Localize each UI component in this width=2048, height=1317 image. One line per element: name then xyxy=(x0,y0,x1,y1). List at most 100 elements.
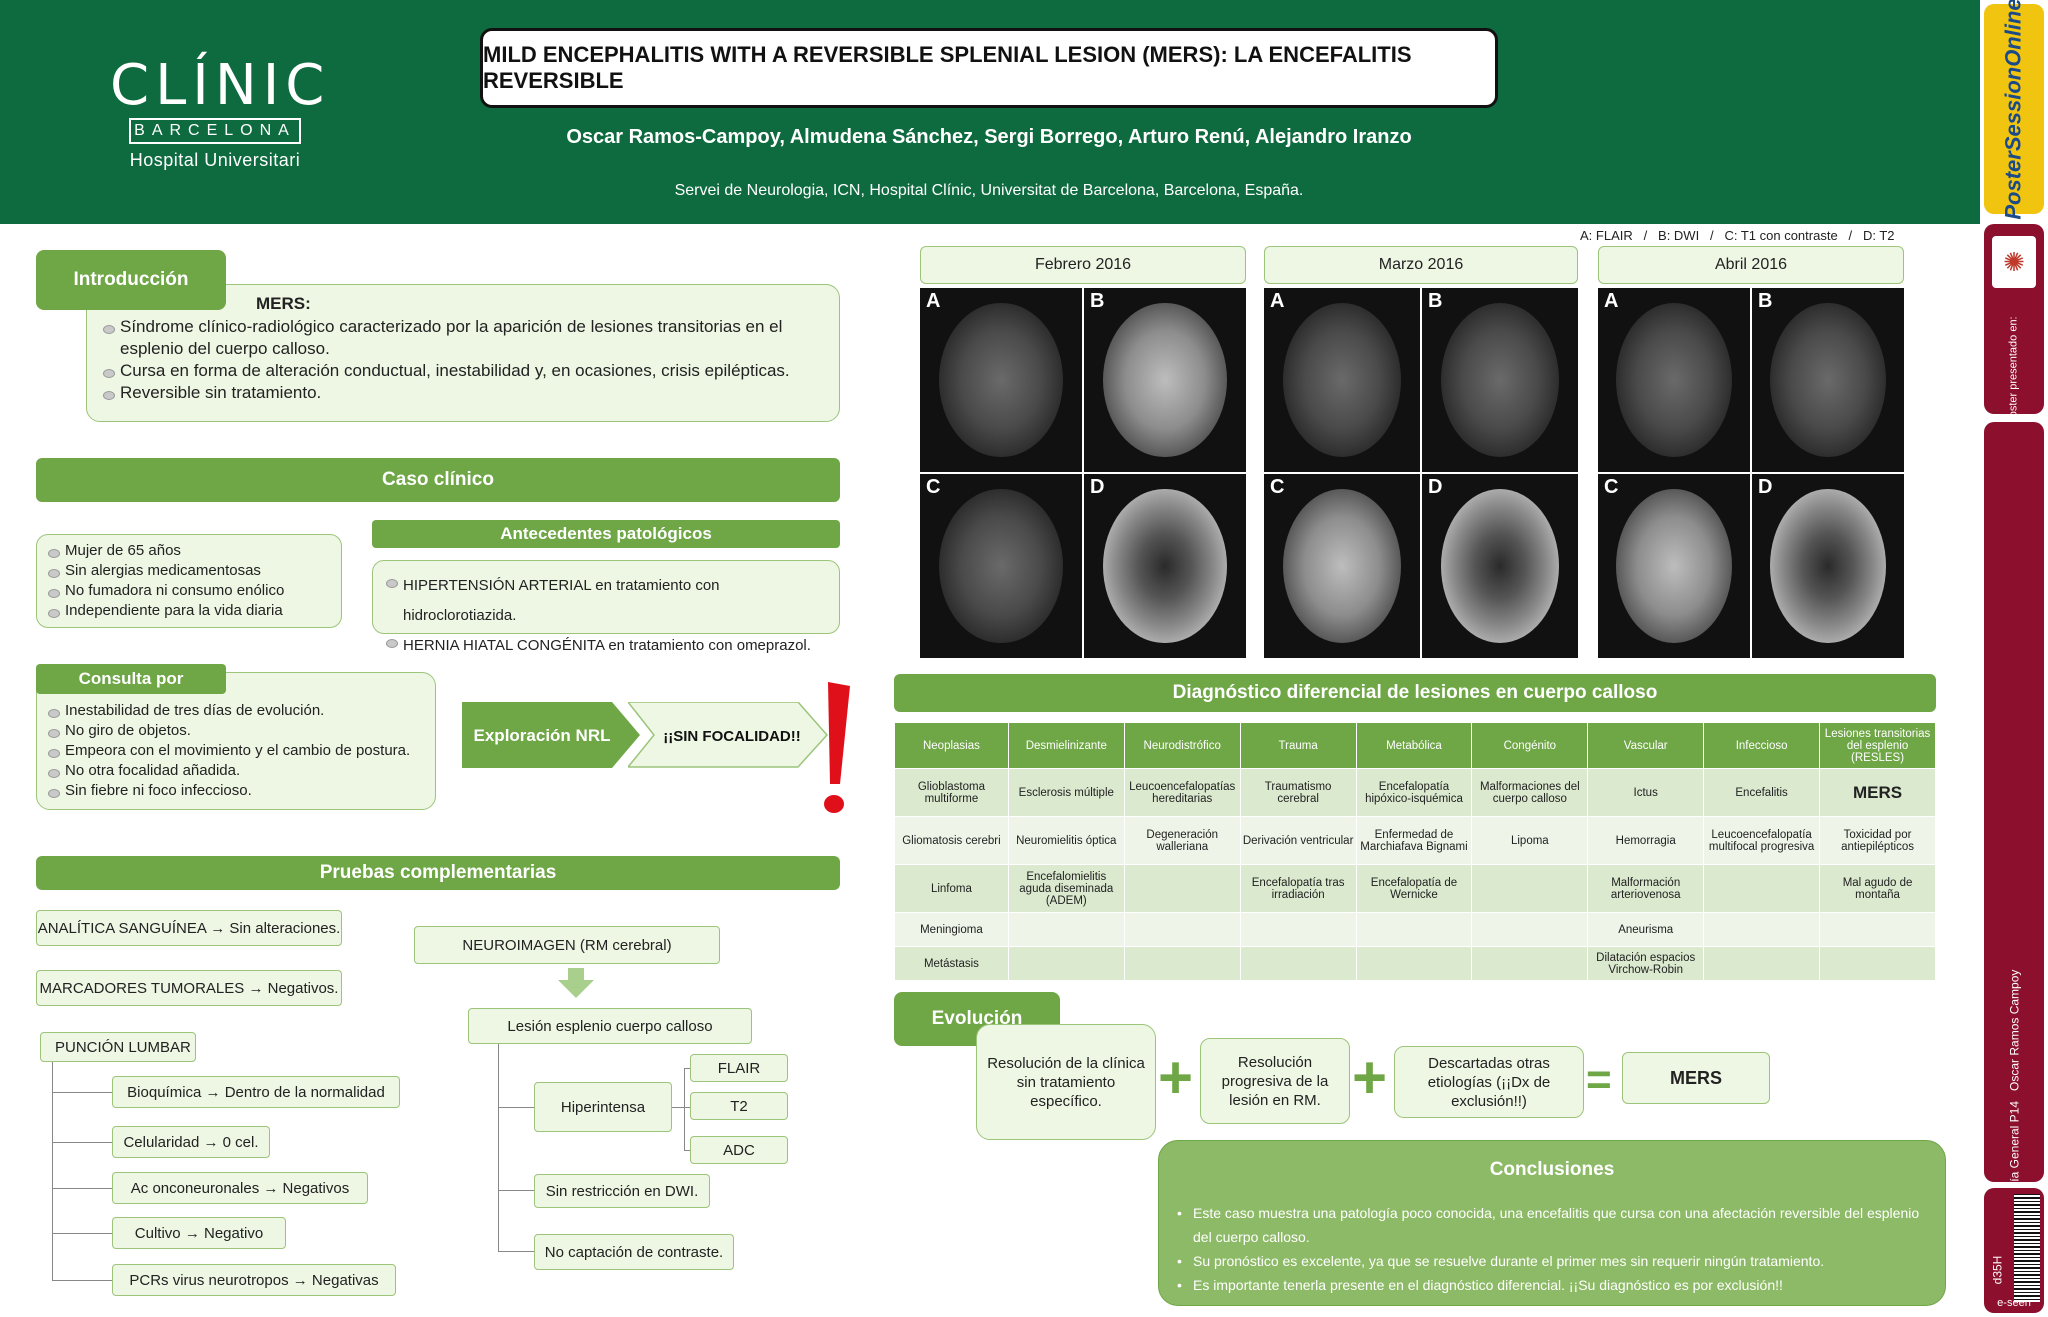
table-cell: Meningioma xyxy=(894,912,1009,947)
brand-text: PosterSessionOnline xyxy=(2001,0,2027,220)
table-cell xyxy=(1471,864,1589,913)
table-cell: Encefalopatía hipóxico-isquémica xyxy=(1355,768,1473,817)
affiliation: Servei de Neurologia, ICN, Hospital Clín… xyxy=(674,182,1304,199)
panel-label: A xyxy=(1604,290,1619,312)
table-cell: Leucoencefalopatías hereditarias xyxy=(1123,768,1241,817)
diferencial-bar: Diagnóstico diferencial de lesiones en c… xyxy=(894,674,1936,712)
intro-heading: MERS: xyxy=(256,294,311,313)
list-item: Su pronóstico es excelente, ya que se re… xyxy=(1169,1249,1929,1273)
mri-image: A xyxy=(920,288,1082,472)
exploracion-arrow: Exploración NRL xyxy=(462,702,640,768)
exploracion-label: Exploración NRL xyxy=(474,726,611,745)
table-cell: Neuromielitis óptica xyxy=(1007,816,1125,865)
table-cell: Traumatismo cerebral xyxy=(1239,768,1357,817)
table-cell xyxy=(1819,946,1936,981)
table-cell xyxy=(1007,946,1125,981)
table-cell: Metástasis xyxy=(894,946,1009,981)
sin-focalidad-label: ¡¡SIN FOCALIDAD!! xyxy=(663,728,800,745)
celularidad-box: Celularidad → 0 cel. xyxy=(112,1126,270,1158)
date-header-abr: Abril 2016 xyxy=(1598,246,1904,284)
table-cell xyxy=(1355,912,1473,947)
antecedentes-bar: Antecedentes patológicos xyxy=(372,520,840,548)
table-cell: Encefalopatía de Wernicke xyxy=(1355,864,1473,913)
plus-icon: + xyxy=(1158,1044,1194,1111)
panel-label: C xyxy=(926,476,941,498)
analitica-box: ANALÍTICA SANGUÍNEA → Sin alteraciones. xyxy=(36,910,342,946)
list-item: No giro de objetos. xyxy=(45,721,427,741)
table-cell: Esclerosis múltiple xyxy=(1007,768,1125,817)
puncion-box: PUNCIÓN LUMBAR xyxy=(40,1032,196,1062)
pcr-box: PCRs virus neurotropos → Negativas xyxy=(112,1264,396,1296)
table-header-cell: Trauma xyxy=(1239,722,1357,769)
conclusiones-box: Conclusiones Este caso muestra una patol… xyxy=(1158,1140,1946,1306)
table-cell xyxy=(1123,946,1241,981)
list-item: Cursa en forma de alteración conductual,… xyxy=(100,360,820,382)
table-cell xyxy=(1703,864,1821,913)
mri-image: C xyxy=(1264,474,1420,658)
evolucion-result: MERS xyxy=(1622,1052,1770,1104)
list-item: Mujer de 65 años xyxy=(45,541,333,561)
tree-line xyxy=(52,1233,112,1234)
side-footer-brand: e-seen xyxy=(1997,1297,2031,1309)
table-cell: Malformaciones del cuerpo calloso xyxy=(1471,768,1589,817)
table-cell: Degeneración walleriana xyxy=(1123,816,1241,865)
mri-image: D xyxy=(1422,474,1578,658)
table-cell xyxy=(1703,912,1821,947)
mri-image: A xyxy=(1264,288,1420,472)
code-text: d35H xyxy=(1990,1255,2004,1285)
list-item: Sin fiebre ni foco infeccioso. xyxy=(45,781,427,801)
consulta-box: Inestabilidad de tres días de evolución.… xyxy=(36,672,436,810)
intro-list: Síndrome clínico-radiológico caracteriza… xyxy=(100,316,820,404)
table-header-cell: Infeccioso xyxy=(1703,722,1821,769)
tree-line xyxy=(52,1062,53,1280)
hiperintensa-box: Hiperintensa xyxy=(534,1082,672,1132)
list-item: Síndrome clínico-radiológico caracteriza… xyxy=(100,316,820,360)
tree-line xyxy=(52,1280,112,1281)
table-cell xyxy=(1239,946,1357,981)
list-item: Sin alergias medicamentosas xyxy=(45,561,333,581)
table-cell: Malformación arteriovenosa xyxy=(1587,864,1705,913)
logo-hospital-text: Hospital Universitari xyxy=(129,150,301,170)
table-cell: Lipoma xyxy=(1471,816,1589,865)
exclamation-icon xyxy=(824,682,850,813)
list-item: Independiente para la vida diaria xyxy=(45,601,333,621)
table-cell xyxy=(1471,946,1589,981)
list-item: Es importante tenerla presente en el dia… xyxy=(1169,1273,1929,1297)
side-category: Neurología General P14 Oscar Ramos Campo… xyxy=(1984,970,2044,1231)
mri-image: B xyxy=(1422,288,1578,472)
evolucion-step-1: Resolución de la clínica sin tratamiento… xyxy=(976,1024,1156,1140)
table-header-cell: Lesiones transitorias del esplenio (RESL… xyxy=(1819,722,1936,769)
authors: Oscar Ramos-Campoy, Almudena Sánchez, Se… xyxy=(566,126,1412,148)
evolucion-step-3: Descartadas otras etiologías (¡¡Dx de ex… xyxy=(1394,1046,1584,1118)
date-header-feb: Febrero 2016 xyxy=(920,246,1246,284)
mri-legend: A: FLAIR / B: DWI / C: T1 con contraste … xyxy=(1580,228,1895,243)
table-cell: Encefalomielitis aguda diseminada (ADEM) xyxy=(1007,864,1125,913)
mri-image: B xyxy=(1752,288,1904,472)
logo-sub-text: BARCELONA xyxy=(129,118,301,144)
list-item: Inestabilidad de tres días de evolución. xyxy=(45,701,427,721)
contraste-box: No captación de contraste. xyxy=(534,1234,734,1270)
marcadores-box: MARCADORES TUMORALES → Negativos. xyxy=(36,970,342,1006)
table-cell: Encefalitis xyxy=(1703,768,1821,817)
list-item: Empeora con el movimiento y el cambio de… xyxy=(45,741,427,761)
patient-box: Mujer de 65 años Sin alergias medicament… xyxy=(36,534,342,628)
dwi-box: Sin restricción en DWI. xyxy=(534,1174,710,1208)
lesion-box: Lesión esplenio cuerpo calloso xyxy=(468,1008,752,1044)
table-cell: Enfermedad de Marchiafava Bignami xyxy=(1355,816,1473,865)
table-header-cell: Desmielinizante xyxy=(1007,722,1125,769)
table-cell xyxy=(1123,864,1241,913)
bioquimica-box: Bioquímica → Dentro de la normalidad xyxy=(112,1076,400,1108)
list-item: HERNIA HIATAL CONGÉNITA en tratamiento c… xyxy=(383,631,829,661)
tree-line xyxy=(52,1188,112,1189)
panel-label: C xyxy=(1270,476,1285,498)
presented-text: Poster presentado en: xyxy=(2007,315,2020,425)
tree-line xyxy=(498,1107,534,1108)
table-cell xyxy=(1239,912,1357,947)
tree-line xyxy=(684,1068,685,1150)
